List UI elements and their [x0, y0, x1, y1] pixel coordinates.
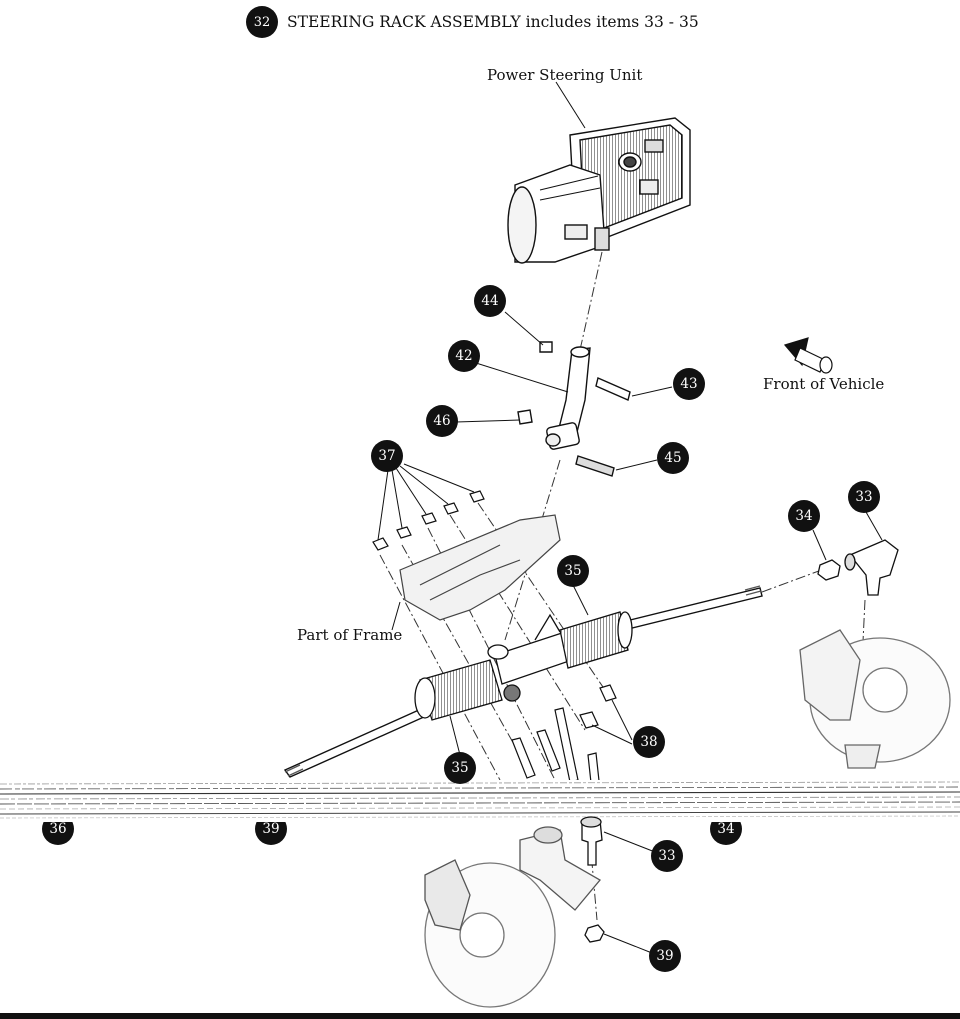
callout-42: 42	[448, 340, 480, 372]
frame-bracket-drawing	[399, 514, 561, 621]
callout-leader-lines	[377, 81, 883, 954]
page-bottom-border	[0, 1013, 960, 1019]
callout-33-top: 33	[848, 481, 880, 513]
callout-35-lower: 35	[444, 752, 476, 784]
upper-right-hub-drawing	[799, 539, 951, 769]
diagram-header: 32 STEERING RACK ASSEMBLY includes items…	[246, 6, 699, 38]
power-steering-unit-drawing	[507, 117, 691, 264]
callout-34-top: 34	[788, 500, 820, 532]
lower-hub-drawing	[424, 816, 605, 1008]
callout-38: 38	[633, 726, 665, 758]
callout-36-partial: 36	[42, 822, 74, 845]
front-of-vehicle-label: Front of Vehicle	[763, 375, 885, 393]
power-steering-unit-label: Power Steering Unit	[487, 66, 643, 84]
callout-37: 37	[371, 440, 403, 472]
callout-45: 45	[657, 442, 689, 474]
callout-46: 46	[426, 405, 458, 437]
callout-44: 44	[474, 285, 506, 317]
scan-noise-band	[0, 780, 960, 820]
callout-43: 43	[673, 368, 705, 400]
assembly-callout-badge: 32	[246, 6, 278, 38]
steering-rack-drawing	[414, 611, 633, 721]
callout-33-lower: 33	[651, 840, 683, 872]
callout-35-upper: 35	[557, 555, 589, 587]
part-of-frame-label: Part of Frame	[297, 626, 403, 644]
callout-34-partial: 34	[710, 822, 742, 845]
front-direction-arrow-icon	[783, 337, 833, 374]
callout-39-partial: 39	[255, 822, 287, 845]
callout-39-lower: 39	[649, 940, 681, 972]
mounting-bolts-drawing	[511, 684, 617, 793]
diagram-title: STEERING RACK ASSEMBLY includes items 33…	[287, 13, 699, 31]
frame-nuts-drawing	[372, 490, 485, 551]
steering-shaft-drawing	[517, 341, 631, 477]
